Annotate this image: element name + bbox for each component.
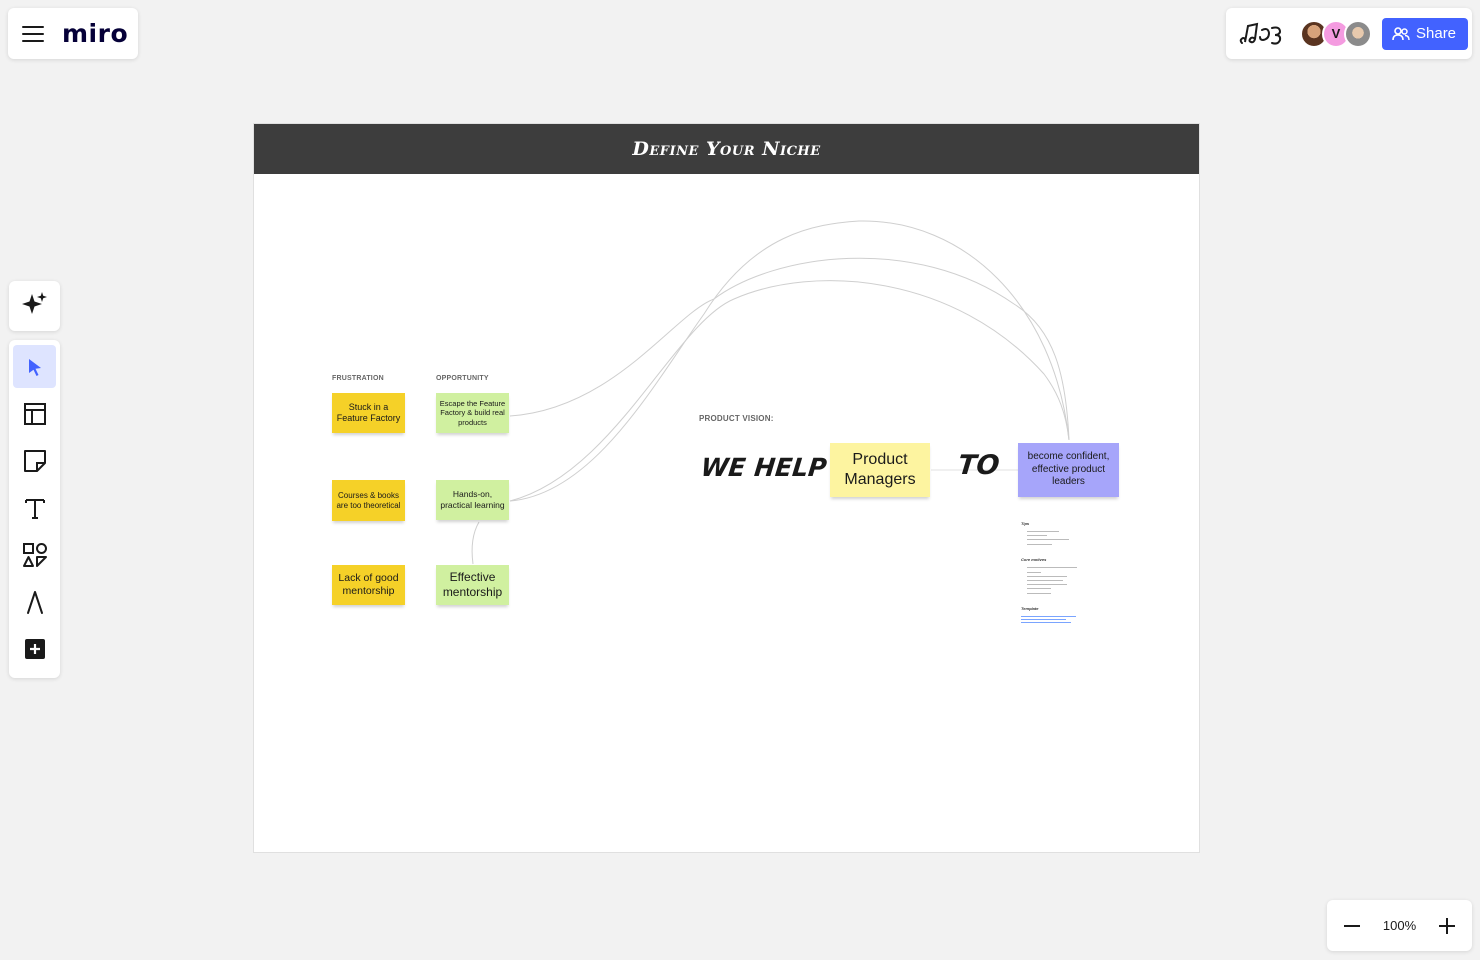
frame-title[interactable]: Define Your Niche (632, 138, 821, 160)
users-icon (1392, 26, 1410, 40)
collaborator-avatars[interactable]: V (1300, 19, 1372, 48)
frustration-sticky[interactable]: Stuck in a Feature Factory (332, 393, 405, 433)
goal-sticky[interactable]: become confident, effective product lead… (1018, 443, 1119, 497)
opportunity-sticky[interactable]: Hands-on, practical learning (436, 480, 509, 520)
avatar[interactable] (1344, 19, 1372, 48)
add-more-tools-button[interactable] (13, 627, 56, 670)
connector-lines (471, 220, 1070, 565)
tips-document[interactable]: Tips Core motives Template (1020, 520, 1090, 630)
pen-icon (26, 590, 43, 614)
opportunity-label: OPPORTUNITY (436, 375, 489, 382)
menu-icon[interactable] (22, 25, 44, 42)
shapes-tool-button[interactable] (13, 533, 56, 576)
templates-tool-button[interactable] (13, 392, 56, 435)
zoom-panel: 100% (1327, 900, 1472, 951)
frustration-sticky[interactable]: Courses & books are too theoretical (332, 480, 405, 521)
sticky-note-tool-button[interactable] (13, 439, 56, 482)
ai-sparkle-button[interactable] (13, 283, 56, 326)
zoom-out-button[interactable] (1341, 915, 1363, 937)
frustration-sticky[interactable]: Lack of good mentorship (332, 565, 405, 605)
zoom-in-button[interactable] (1436, 915, 1458, 937)
board-frame[interactable]: Define Your Niche FRUSTRATION OPPORTUNIT… (253, 123, 1200, 853)
shapes-icon (22, 542, 47, 567)
text-icon (24, 498, 45, 519)
frustration-label: FRUSTRATION (332, 375, 384, 382)
connector-line (471, 521, 480, 565)
avatar[interactable]: V (1322, 19, 1350, 48)
opportunity-sticky[interactable]: Escape the Feature Factory & build real … (436, 393, 509, 433)
share-button[interactable]: Share (1382, 17, 1469, 50)
zoom-level[interactable]: 100% (1382, 918, 1417, 933)
cursor-icon (28, 358, 41, 376)
to-text[interactable]: TO (956, 450, 1002, 481)
we-help-text[interactable]: WE HELP (699, 453, 829, 482)
reactions-icon[interactable] (1238, 19, 1288, 49)
doc-heading: Tips (1021, 521, 1030, 526)
opportunity-sticky[interactable]: Effective mentorship (436, 565, 509, 605)
layout-icon (23, 402, 46, 425)
connector-line (509, 220, 1070, 502)
plus-square-icon (24, 638, 45, 659)
share-label: Share (1416, 25, 1457, 42)
tools-panel (9, 340, 60, 678)
collaboration-panel: V Share (1226, 8, 1472, 59)
main-menu-panel: miro (8, 8, 138, 59)
doc-heading: Core motives (1021, 557, 1047, 562)
select-tool-button[interactable] (13, 345, 56, 388)
doc-heading: Template (1021, 606, 1039, 611)
frame-header: Define Your Niche (254, 124, 1199, 174)
product-vision-label: PRODUCT VISION: (699, 414, 774, 423)
sticky-note-icon (23, 449, 46, 472)
connector-line (509, 257, 1070, 441)
miro-logo[interactable]: miro (62, 19, 129, 48)
connector-line (509, 280, 1070, 502)
text-tool-button[interactable] (13, 486, 56, 529)
ai-assist-panel (9, 281, 60, 331)
pen-tool-button[interactable] (13, 580, 56, 623)
audience-sticky[interactable]: Product Managers (830, 443, 930, 497)
sparkle-icon (21, 292, 47, 314)
